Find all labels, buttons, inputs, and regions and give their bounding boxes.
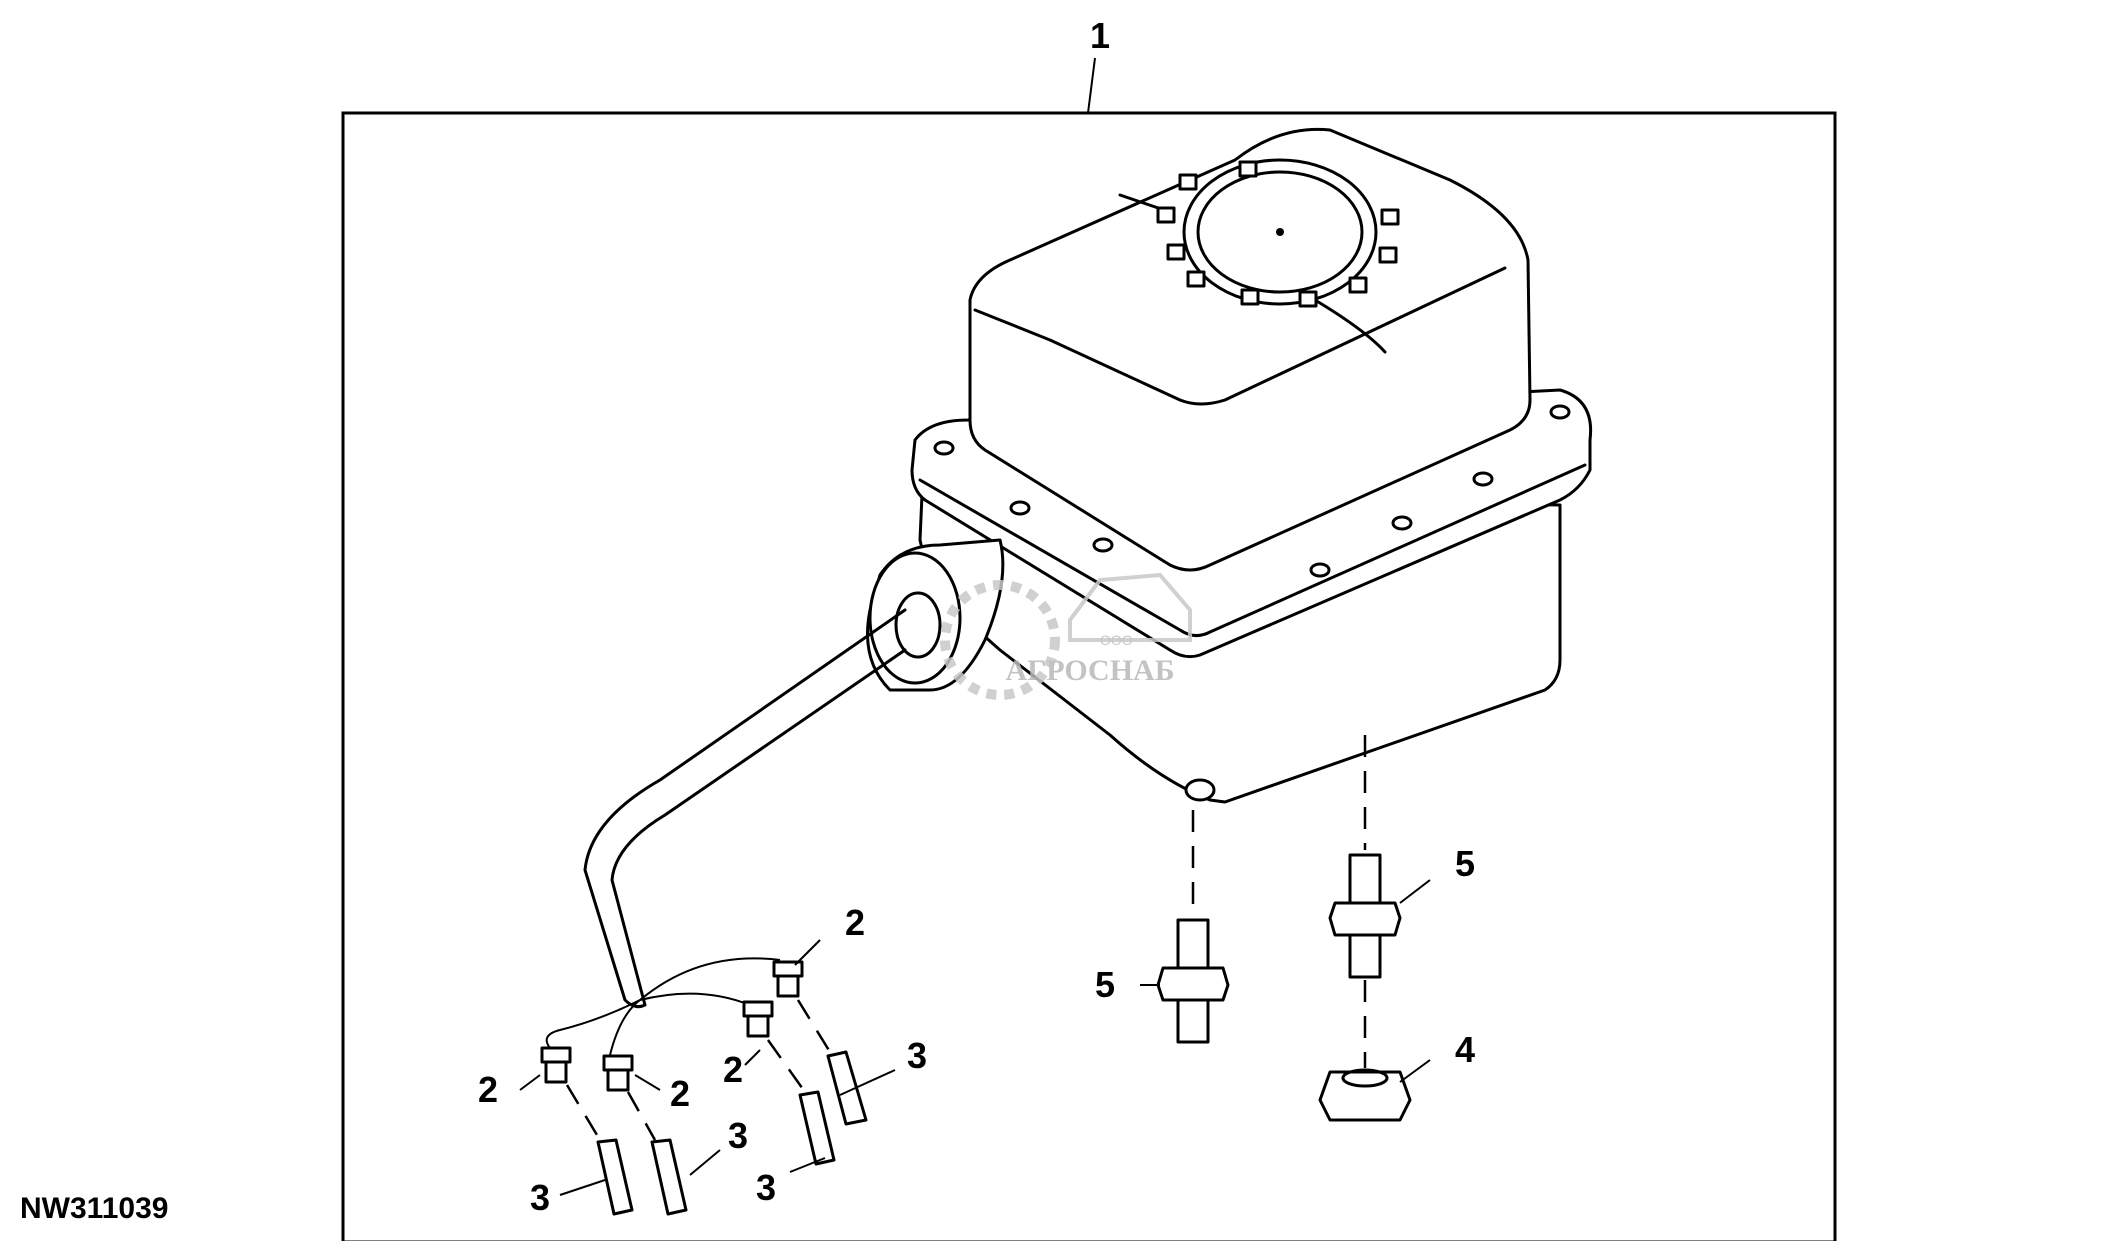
connector-plugs: [540, 960, 804, 1092]
cap-lugs: [1156, 160, 1400, 308]
flange-bolts: [933, 404, 1571, 578]
watermark-logo: ООО АГРОСНАБ: [940, 572, 1192, 700]
filler-cap-inner: [1196, 170, 1364, 294]
fitting-right: [1328, 853, 1402, 979]
watermark-prefix: ООО: [1100, 632, 1133, 648]
callout-2: 2: [723, 1049, 743, 1090]
callout-1: 1: [1090, 15, 1110, 56]
callout-2: 2: [845, 902, 865, 943]
hose: [583, 608, 907, 1009]
callout-2: 2: [478, 1069, 498, 1110]
callout-4: 4: [1455, 1029, 1475, 1070]
hose-outlet: [866, 538, 1005, 692]
tank-upper-body: [968, 127, 1532, 572]
callout-2: 2: [670, 1073, 690, 1114]
cap-nut: [1318, 1068, 1412, 1122]
watermark-company: АГРОСНАБ: [1005, 654, 1174, 687]
leaders: [519, 879, 1431, 1196]
tank-assembly: [910, 127, 1593, 804]
callout-3: 3: [530, 1177, 550, 1218]
callout-3: 3: [756, 1167, 776, 1208]
callout-3: 3: [728, 1115, 748, 1156]
fitting-left: [1156, 918, 1230, 1044]
terminal-clips: [596, 1050, 868, 1216]
wire-harness: [545, 999, 641, 1049]
callout-5: 5: [1095, 964, 1115, 1005]
leader-1: [1087, 57, 1096, 114]
callout-5: 5: [1455, 843, 1475, 884]
figure-id: NW311039: [20, 1192, 168, 1225]
callout-3: 3: [907, 1035, 927, 1076]
